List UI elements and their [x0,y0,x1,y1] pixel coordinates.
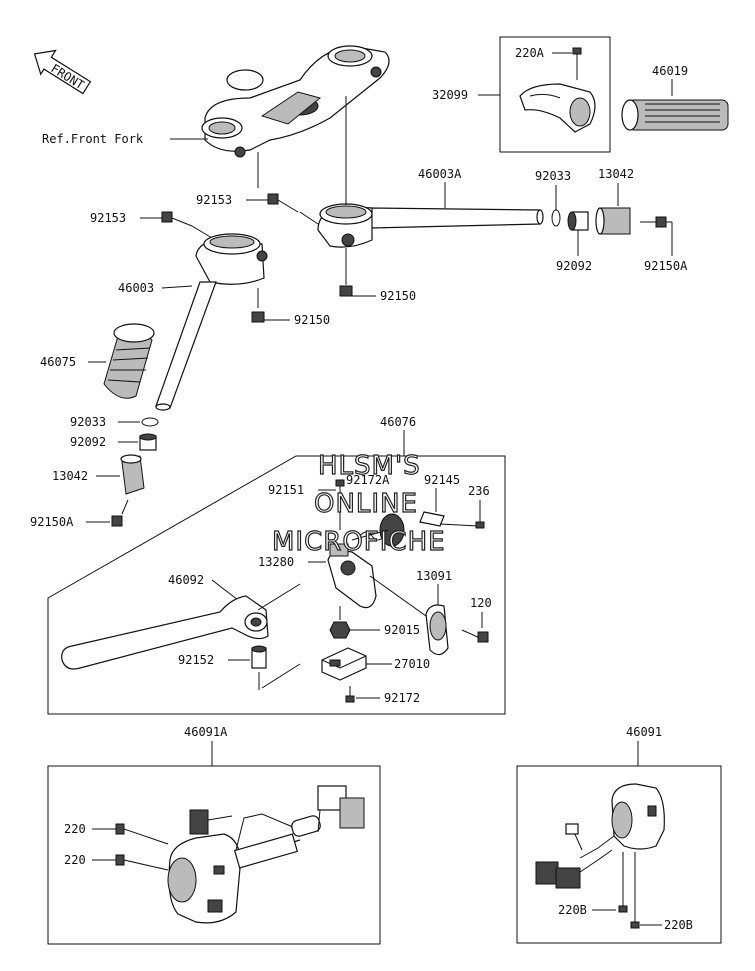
adjuster-knob [351,513,405,547]
label-13042-right: 13042 [598,167,634,181]
label-27010: 27010 [394,657,430,671]
front-arrow-icon: FRONT [33,49,92,95]
collar-92092-right [567,211,589,231]
label-92150-right: 92150 [380,289,416,303]
label-120: 120 [470,596,492,610]
screw-220B-long [618,852,628,913]
label-46092: 46092 [168,573,204,587]
label-ref-front-fork: Ref.Front Fork [42,132,144,146]
label-92015: 92015 [384,623,420,637]
circlip-92033-right [551,209,561,227]
label-46076: 46076 [380,415,416,429]
label-46091A: 46091A [184,725,228,739]
bolt-92150A-right [640,216,667,228]
label-46019: 46019 [652,64,688,78]
label-220B-lower: 220B [664,918,693,932]
label-220A: 220A [515,46,545,60]
label-220-upper: 220 [64,822,86,836]
screw-92151 [335,479,345,530]
label-46091: 46091 [626,725,662,739]
left-grip-46075 [103,323,155,399]
label-92092-left: 92092 [70,435,106,449]
bolt-120 [461,629,489,643]
nut-92015 [329,621,351,639]
pin-92152 [251,645,267,669]
screw-220-lower [115,854,169,871]
watermark-line-2: ONLINE [314,489,418,519]
label-13042-left: 13042 [52,469,88,483]
clamp-13091 [425,604,449,656]
label-46003A: 46003A [418,167,462,181]
label-92150A-left: 92150A [30,515,74,529]
switch-27010 [321,647,367,681]
bolt-220A [572,47,582,80]
label-92145: 92145 [424,473,460,487]
label-92092-right: 92092 [556,259,592,273]
bar-end-weight-13042-left [120,454,145,495]
screw-92172 [345,686,355,703]
front-arrow-label: FRONT [48,61,86,92]
box-46091 [516,765,722,944]
label-46003: 46003 [118,281,154,295]
label-92172: 92172 [384,691,420,705]
bolt-92150-left [251,311,265,323]
label-32099: 32099 [432,88,468,102]
clutch-lever-46092 [61,595,269,670]
label-220B-upper: 220B [558,903,587,917]
lever-holder-13280 [327,543,377,609]
box-46076 [47,455,506,715]
left-switch-46091A [167,785,365,924]
label-92150A-right: 92150A [644,259,688,273]
right-grip-46019 [621,99,729,131]
label-13091: 13091 [416,569,452,583]
circlip-92033-left [141,417,159,427]
label-92152: 92152 [178,653,214,667]
bolt-92150A-left [111,499,129,527]
watermark-line-1: HLSM'S [318,451,421,481]
collar-92092-left [139,433,157,451]
bolt-92153-left [161,211,193,227]
right-switch-46091 [535,783,665,889]
label-92151: 92151 [268,483,304,497]
label-236: 236 [468,484,490,498]
label-13280: 13280 [258,555,294,569]
label-46075: 46075 [40,355,76,369]
label-92153-top: 92153 [196,193,232,207]
screw-220-upper [115,823,169,845]
bar-end-weight-13042-right [595,207,631,235]
label-92172A: 92172A [346,473,390,487]
label-92033-right: 92033 [535,169,571,183]
label-92153-left: 92153 [90,211,126,225]
right-handlebar-46003A [317,203,544,248]
bolt-92150-right [339,285,353,297]
label-92033-left: 92033 [70,415,106,429]
watermark: HLSM'S ONLINE MICROFICHE [271,450,446,557]
bolt-92153-top [267,193,299,213]
spring-92145 [419,511,485,529]
screw-220B-short [630,852,640,929]
upper-triple-clamp [201,45,390,158]
left-handlebar-46003 [155,233,268,411]
throttle-housing-32099 [519,83,596,133]
label-220-lower: 220 [64,853,86,867]
watermark-line-3: MICROFICHE [272,527,446,557]
box-46091A [47,765,381,945]
label-92150-left: 92150 [294,313,330,327]
